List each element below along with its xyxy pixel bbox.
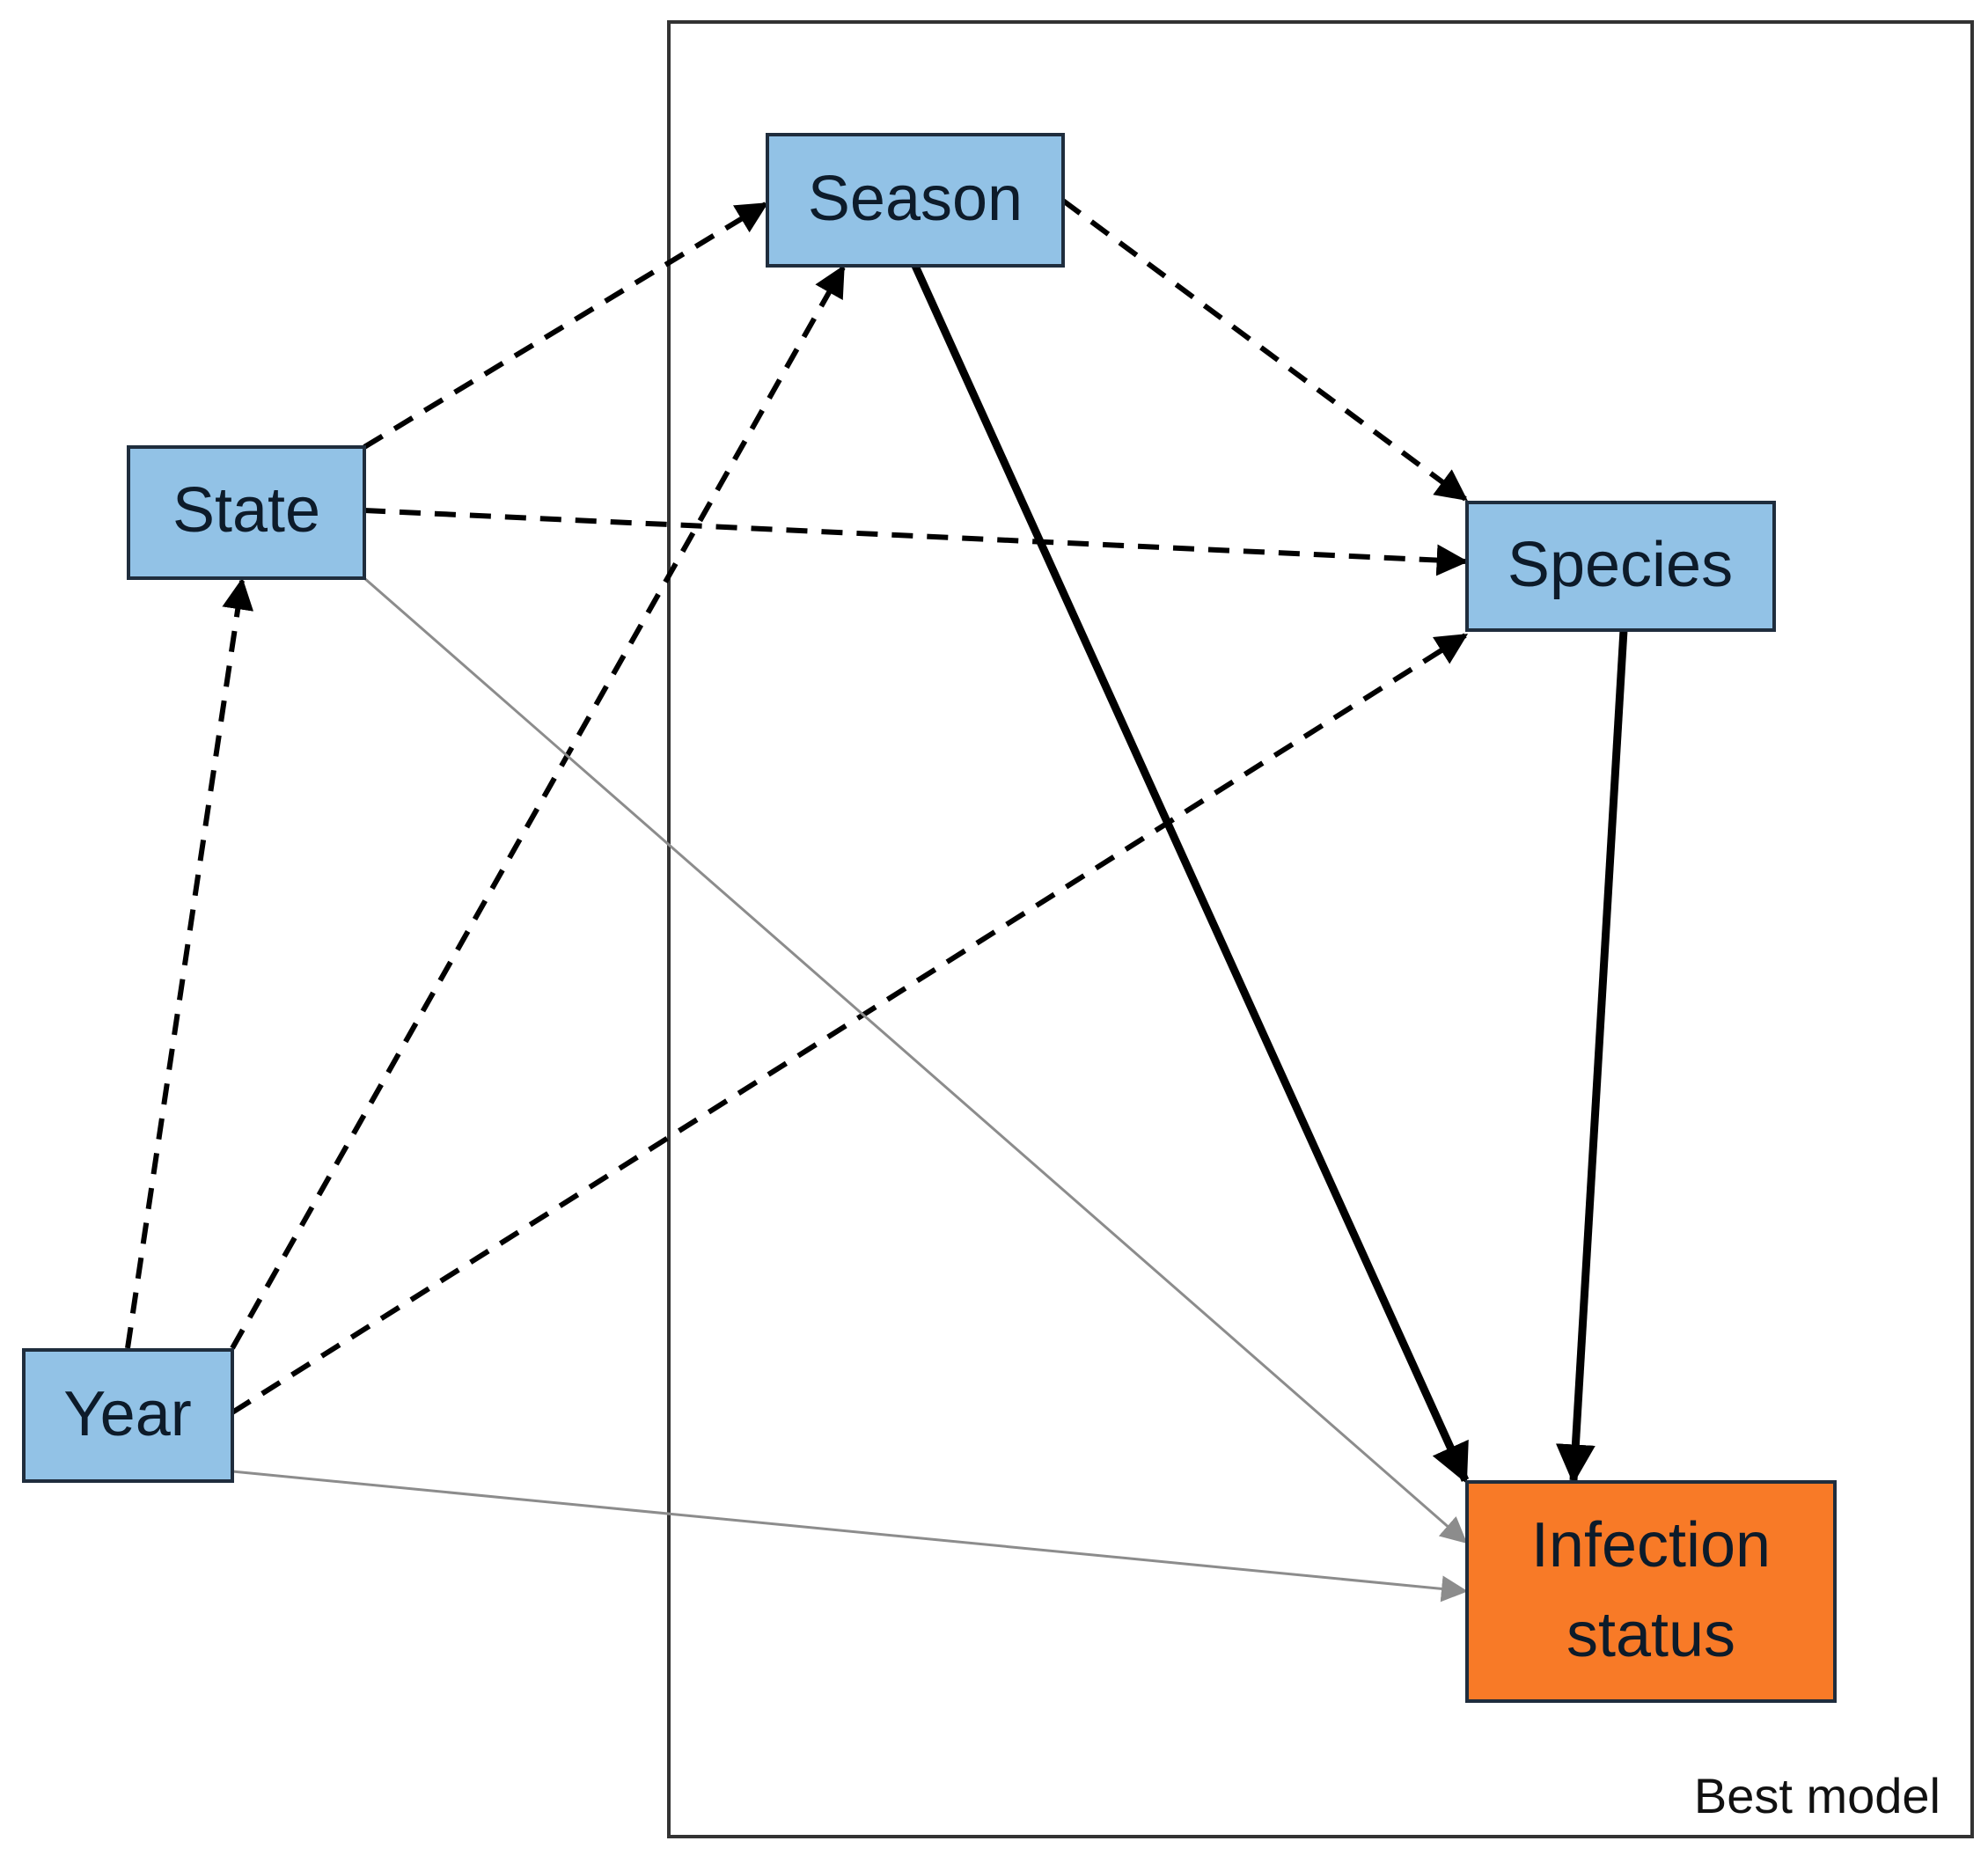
edge-state-to-infection [363,576,1468,1544]
node-year-box [22,1348,234,1483]
node-infection-status-box [1465,1480,1837,1703]
node-year-label: Year [63,1379,191,1449]
node-species-box [1465,501,1776,632]
edge-state-to-species [363,508,1469,576]
node-infection-status[interactable]: Infection status [1465,1480,1837,1703]
node-season-box [766,133,1065,268]
edge-state-to-season [363,202,769,450]
edge-season-to-infection [911,264,1470,1485]
edge-year-to-state [125,577,254,1349]
node-species-label: Species [1508,530,1733,600]
edge-year-to-species [231,633,1469,1415]
node-infection-status-label-line2: status [1566,1600,1735,1670]
edge-year-to-infection [231,1470,1468,1603]
best-model-label: Best model [1694,1768,1940,1823]
best-model-frame [667,20,1974,1838]
node-state-box [127,445,366,580]
node-season[interactable]: Season [766,133,1065,268]
edge-season-to-species [1061,198,1468,502]
edge-year-to-season [230,264,846,1350]
node-species[interactable]: Species [1465,501,1776,632]
edge-species-to-infection [1555,629,1628,1485]
node-state[interactable]: State [127,445,366,580]
node-season-label: Season [808,164,1023,234]
node-year[interactable]: Year [22,1348,234,1483]
node-state-label: State [172,475,320,546]
node-infection-status-label-line1: Infection [1531,1510,1771,1581]
edges-layer [125,198,1628,1603]
